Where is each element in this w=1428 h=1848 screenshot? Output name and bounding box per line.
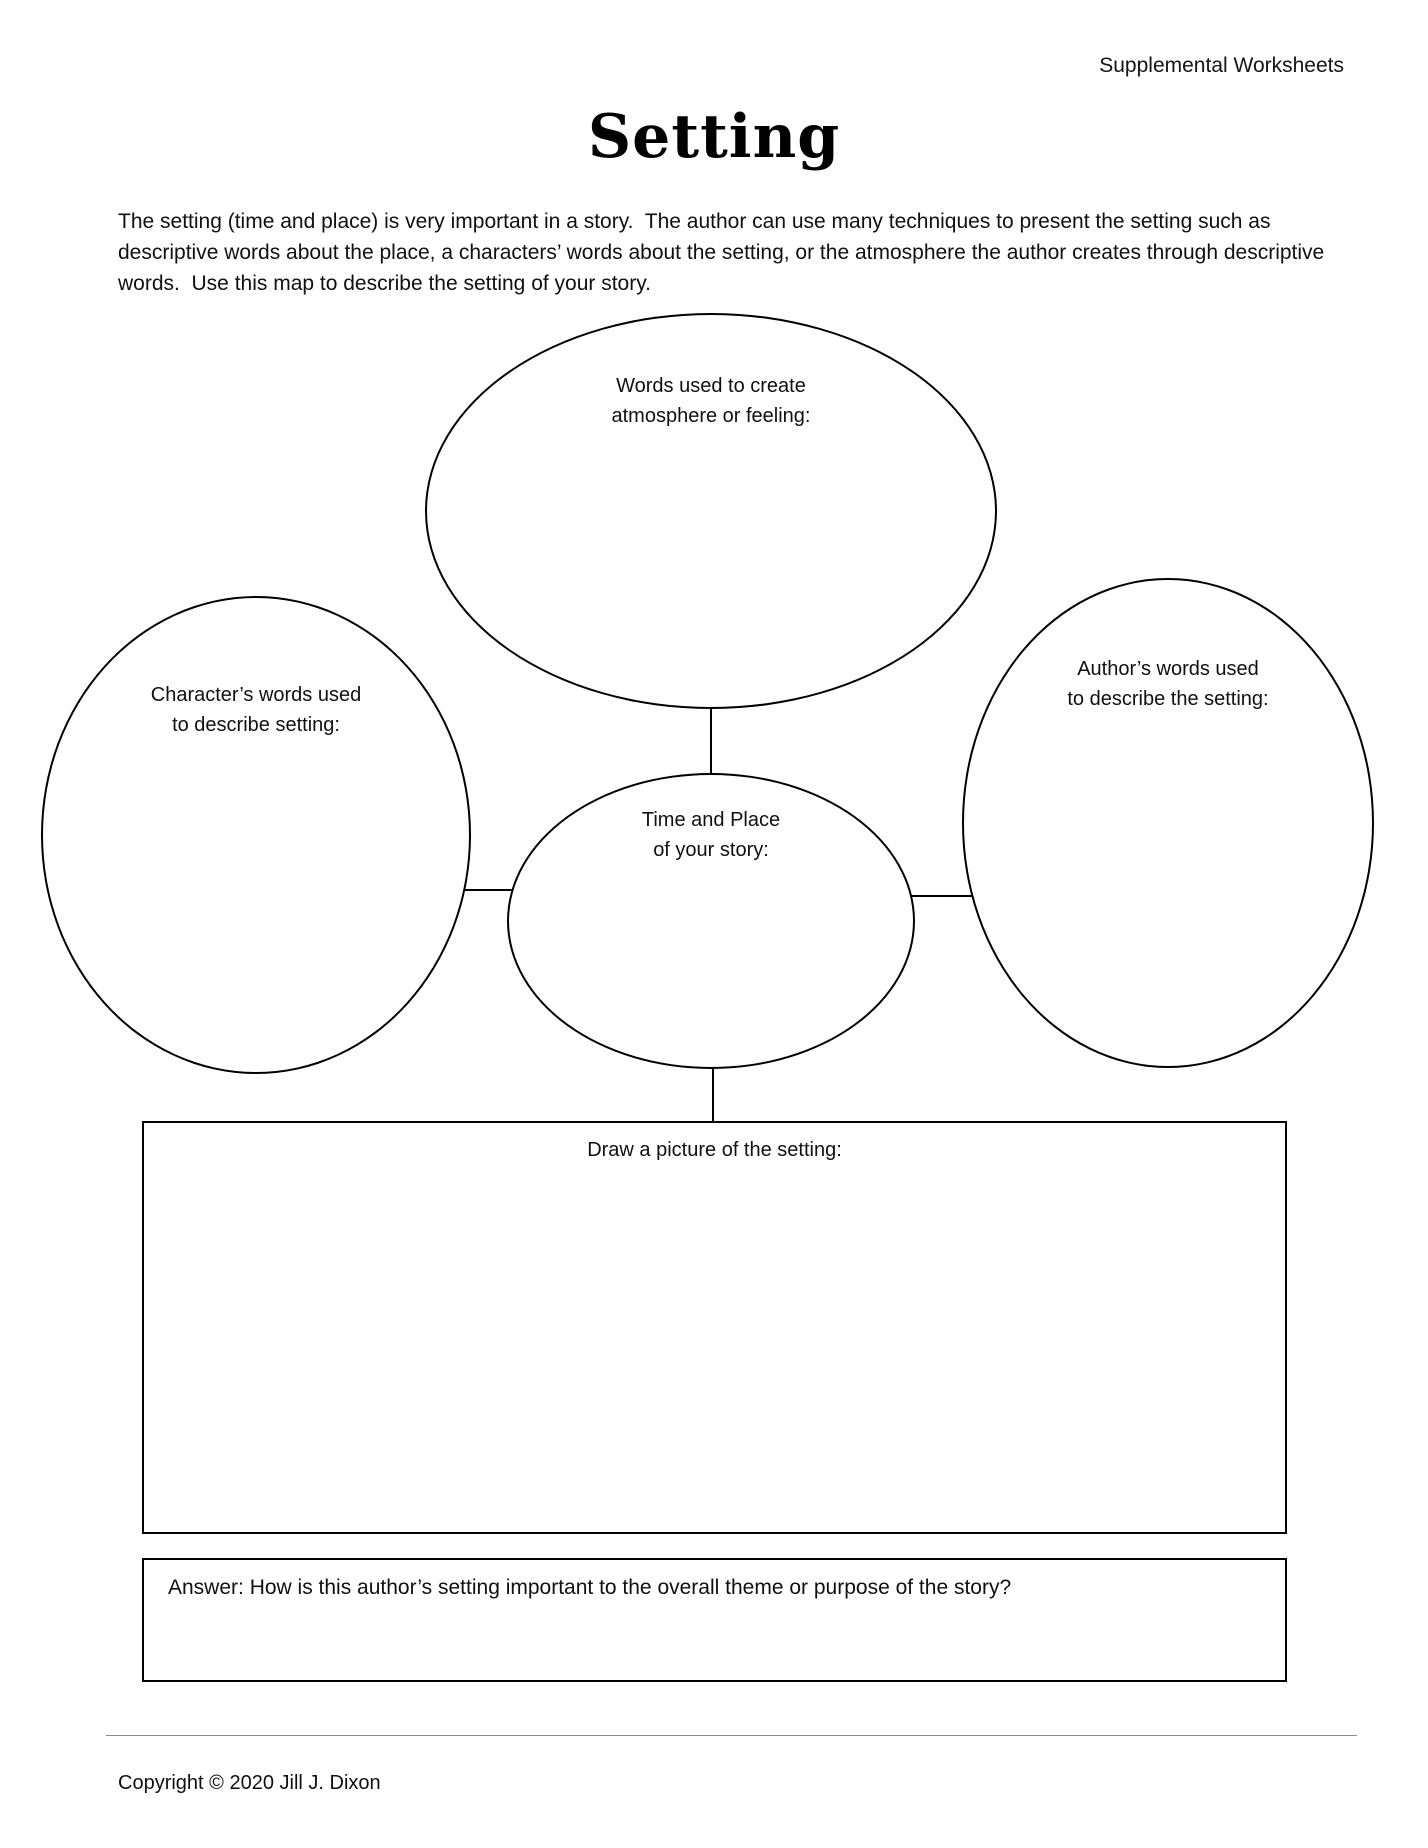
author-words-bubble-label: Author’s words used to describe the sett… <box>1067 658 1269 710</box>
connector-character-to-center <box>460 889 514 891</box>
draw-picture-box-label: Draw a picture of the setting: <box>587 1139 842 1161</box>
atmosphere-words-bubble-label: Words used to create atmosphere or feeli… <box>611 375 811 427</box>
copyright-text: Copyright © 2020 Jill J. Dixon <box>118 1772 381 1794</box>
connector-center-to-picture-box <box>712 1063 714 1123</box>
connector-atmosphere-to-center <box>710 705 712 777</box>
answer-box-label: Answer: How is this author’s setting imp… <box>168 1576 1012 1599</box>
answer-box: Answer: How is this author’s setting imp… <box>142 1558 1287 1682</box>
draw-picture-box: Draw a picture of the setting: <box>142 1121 1287 1534</box>
atmosphere-words-bubble: Words used to create atmosphere or feeli… <box>425 313 997 709</box>
time-and-place-bubble-label: Time and Place of your story: <box>641 809 781 861</box>
time-and-place-bubble: Time and Place of your story: <box>507 773 915 1069</box>
author-words-bubble: Author’s words used to describe the sett… <box>962 578 1374 1068</box>
character-words-bubble: Character’s words used to describe setti… <box>41 596 471 1074</box>
intro-paragraph: The setting (time and place) is very imp… <box>118 210 1331 295</box>
corner-label: Supplemental Worksheets <box>1099 54 1344 77</box>
character-words-bubble-label: Character’s words used to describe setti… <box>150 684 362 736</box>
footer-divider <box>106 1735 1357 1736</box>
connector-author-to-center <box>908 895 974 897</box>
page-title: Setting <box>587 102 841 172</box>
